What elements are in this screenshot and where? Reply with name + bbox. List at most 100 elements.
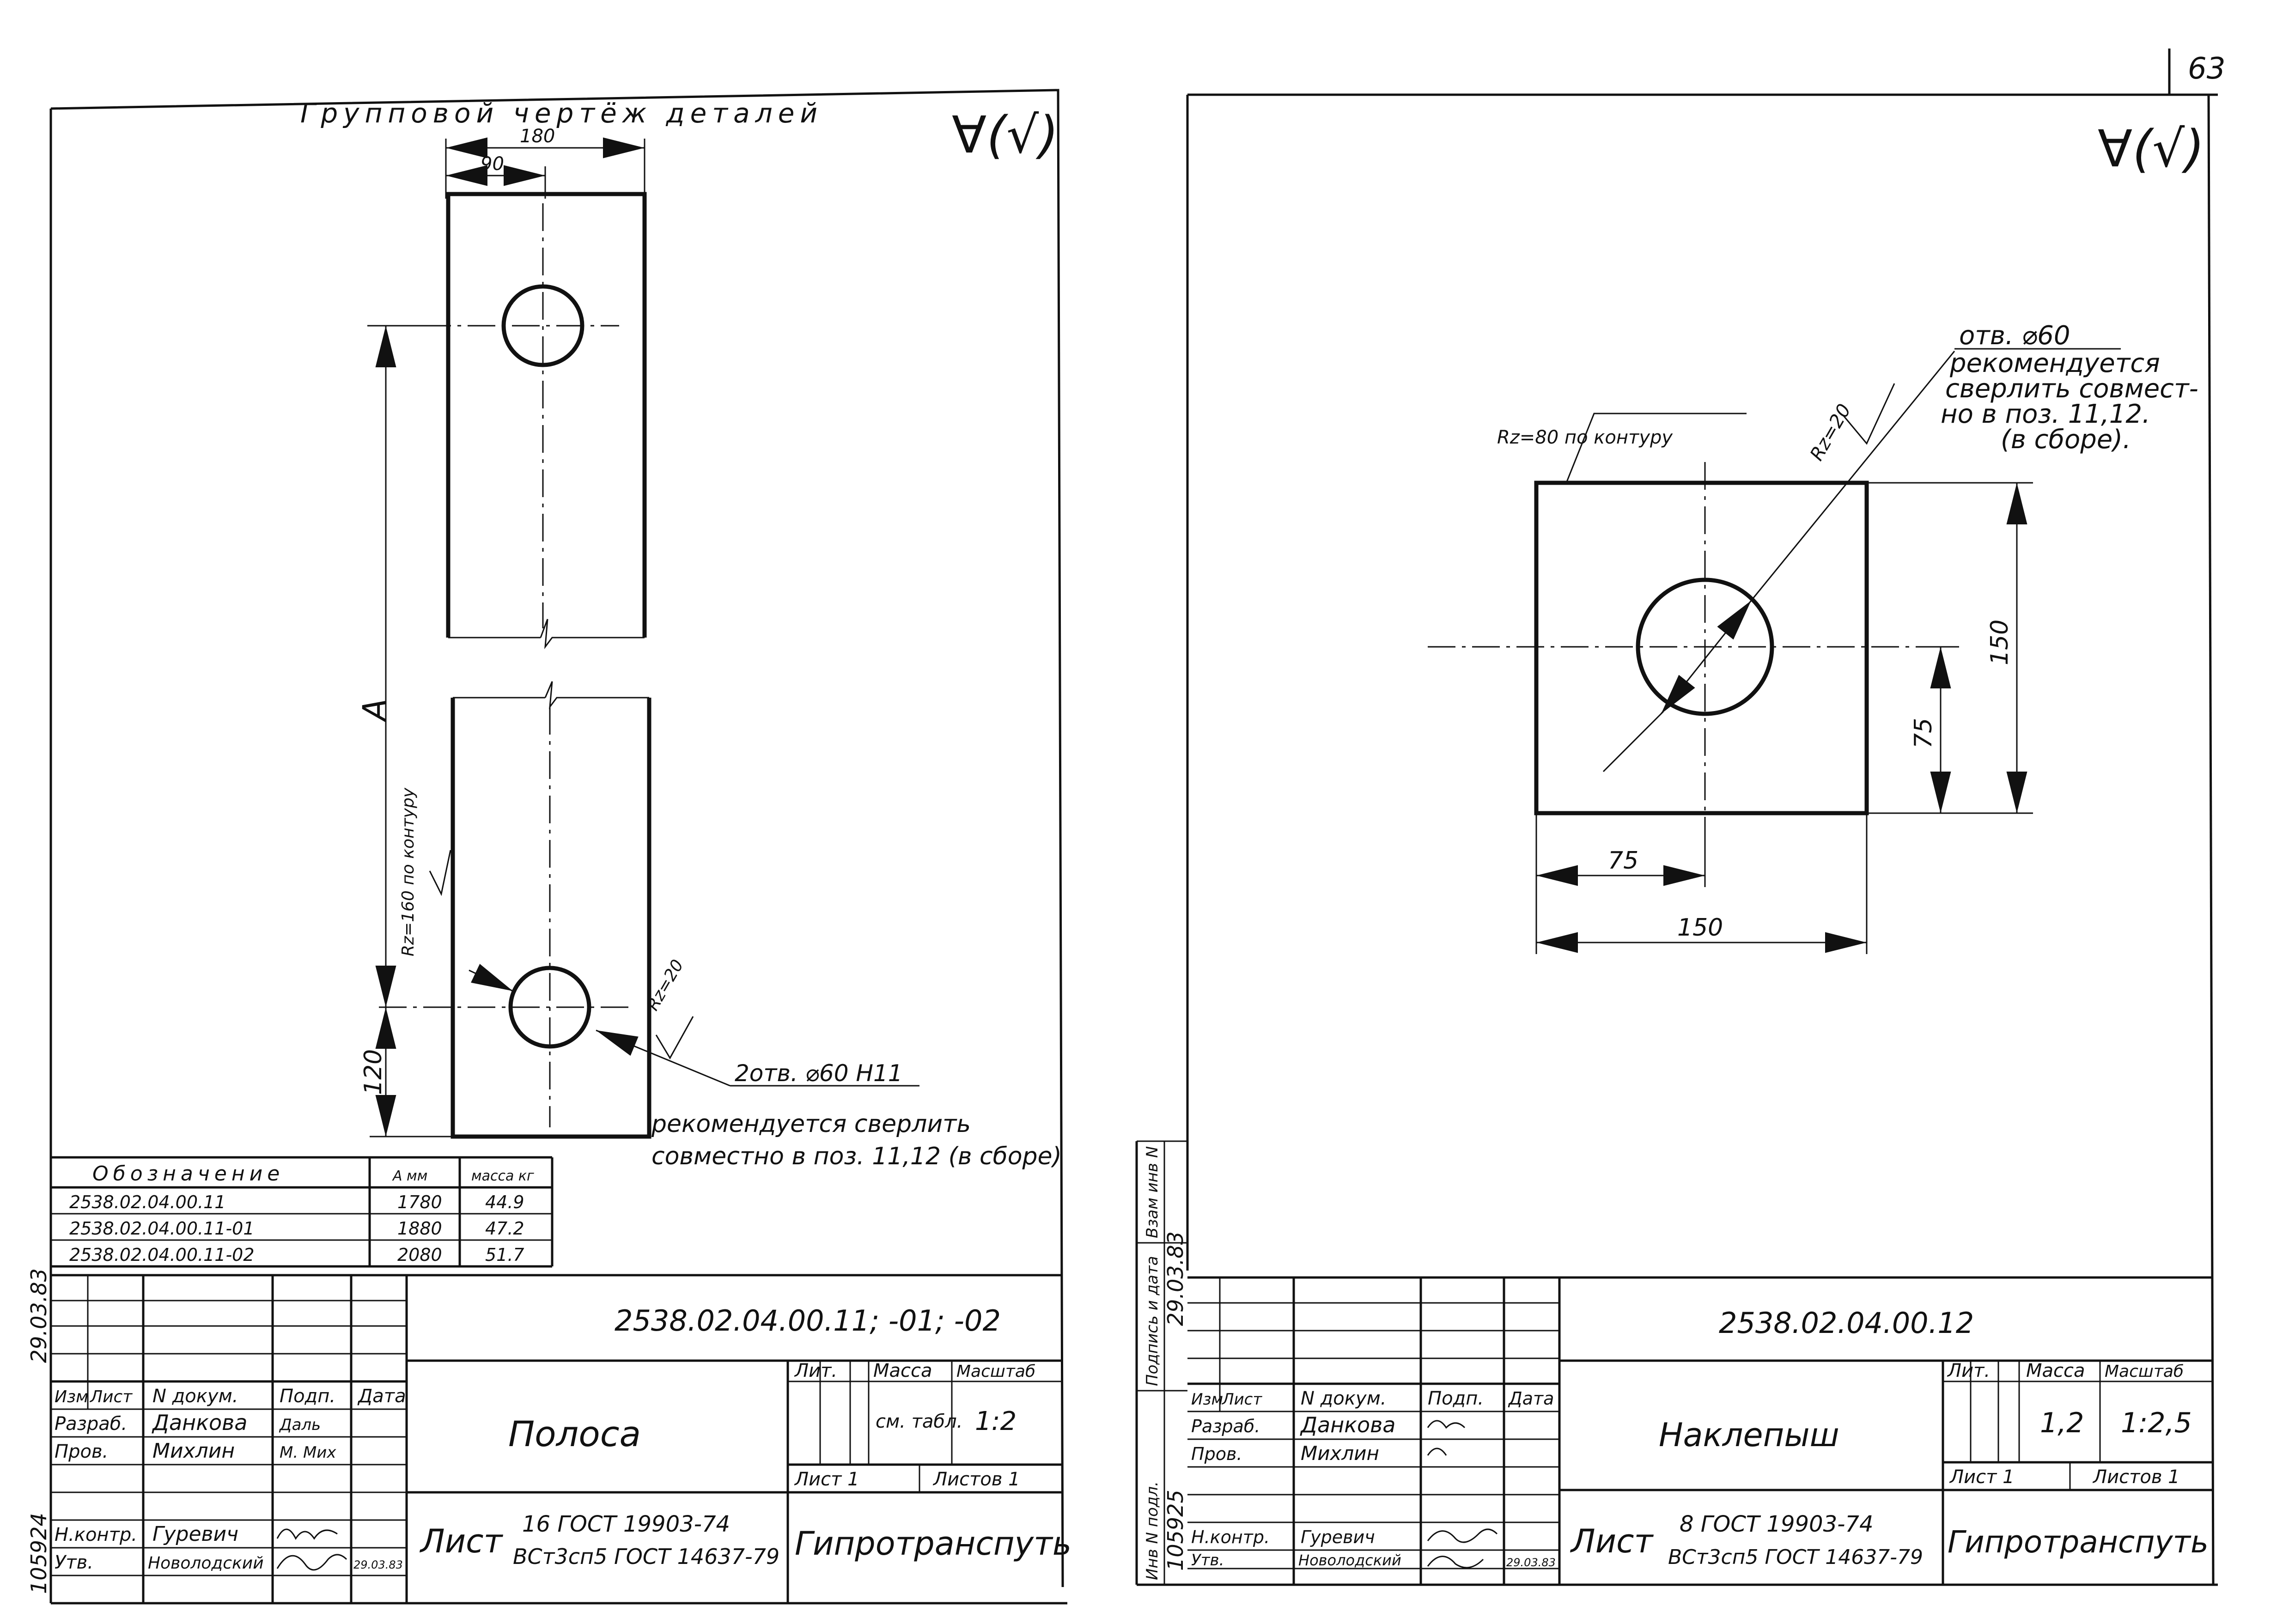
spec-row2-mass: 47.2	[485, 1218, 524, 1239]
right-designation: 2538.02.04.00.12	[1719, 1306, 1974, 1340]
left-header: Групповой чертёж деталей	[300, 97, 823, 129]
dim-edge-120: 120	[359, 1049, 387, 1095]
right-side-label-vzam: Взам инв N	[1143, 1146, 1162, 1238]
left-mass-value: см. табл.	[876, 1411, 962, 1432]
right-mass-label: Масса	[2026, 1360, 2085, 1381]
right-person-utv: Новолодский	[1298, 1551, 1401, 1569]
right-organization: Гипротранспуть	[1948, 1524, 2209, 1560]
left-role-prov: Пров.	[55, 1441, 108, 1462]
right-col-list: Лист	[1221, 1390, 1262, 1409]
right-person-razrab: Данкова	[1300, 1412, 1395, 1437]
square-hole	[1636, 578, 1774, 716]
left-part-name: Полоса	[508, 1413, 641, 1454]
dim-width-150: 150	[1677, 914, 1723, 942]
left-scale-label: Масштаб	[956, 1362, 1035, 1381]
right-roughness-contour-value: Rz=80 по контуру	[1497, 427, 1673, 448]
right-side-label-sign: Подпись и дата	[1143, 1256, 1162, 1386]
left-mass-label: Масса	[873, 1360, 932, 1381]
left-sheet-number: Лист 1	[794, 1469, 859, 1490]
left-sheet: Групповой чертёж деталей ∀(√) 180 90 A	[26, 89, 1071, 1605]
spec-head-designation: Обозначение	[92, 1162, 284, 1186]
spec-row2-a: 1880	[397, 1218, 442, 1239]
right-person-prov: Михлин	[1301, 1442, 1379, 1465]
spec-table: Обозначение A мм масса кг 2538.02.04.00.…	[51, 1156, 554, 1268]
left-col-izm: Изм	[55, 1387, 88, 1406]
left-person-utv: Новолодский	[148, 1554, 264, 1573]
left-sign-razrab: Даль	[279, 1416, 321, 1434]
spec-row1-designation: 2538.02.04.00.11	[69, 1192, 225, 1212]
right-sheet: ∀(√) отв. ⌀60 рекомендуется сверлить сов…	[1135, 93, 2218, 1586]
left-role-utv: Утв.	[55, 1552, 93, 1573]
right-col-doc: N докум.	[1301, 1388, 1387, 1409]
right-material-top: 8 ГОСТ 19903-74	[1680, 1511, 1874, 1537]
left-organization: Гипротранспуть	[795, 1525, 1071, 1563]
left-stamp-number: 105924	[26, 1513, 51, 1594]
right-roughness-hole: Rz=20	[1806, 401, 1855, 464]
spec-head-a: A мм	[392, 1168, 427, 1184]
left-col-doc: N докум.	[152, 1386, 238, 1407]
right-title-block: Изм Лист N докум. Подп. Дата Разраб. Дан…	[1187, 1276, 2213, 1585]
left-person-prov: Михлин	[152, 1439, 235, 1463]
dim-height-75: 75	[1910, 718, 1937, 748]
plate-lower	[450, 698, 651, 1139]
spec-row3-designation: 2538.02.04.00.11-02	[69, 1245, 255, 1265]
right-note-line3: но в поз. 11,12.	[1941, 399, 2150, 429]
right-stamp-number: 105925	[1163, 1490, 1188, 1571]
spec-row3-a: 2080	[397, 1245, 442, 1265]
right-material-prefix: Лист	[1570, 1522, 1654, 1560]
right-person-nkontr: Гуревич	[1301, 1527, 1375, 1547]
dim-half-90: 90	[481, 153, 504, 175]
right-date: 29.03.83	[1506, 1556, 1556, 1569]
left-col-sign: Подп.	[280, 1386, 335, 1407]
left-hole-callout: 2отв. ⌀60 H11	[735, 1060, 903, 1087]
left-person-razrab: Данкова	[152, 1410, 247, 1435]
plate-upper	[446, 192, 647, 638]
right-note-line4: (в сборе).	[2001, 425, 2131, 455]
right-mass-value: 1,2	[2040, 1407, 2084, 1439]
dim-width-75: 75	[1608, 847, 1638, 875]
right-sheet-number: Лист 1	[1949, 1466, 2015, 1488]
left-note-line1: рекомендуется сверлить	[651, 1110, 971, 1138]
left-roughness-contour: Rz=160 по контуру	[399, 787, 418, 956]
right-role-prov: Пров.	[1191, 1444, 1242, 1464]
spec-row1-a: 1780	[397, 1192, 442, 1212]
left-sign-prov: М. Мих	[280, 1443, 336, 1462]
dim-width-180: 180	[520, 126, 555, 147]
left-person-nkontr: Гуревич	[152, 1522, 238, 1546]
left-date: 29.03.83	[353, 1558, 403, 1571]
left-scale-value: 1:2	[975, 1406, 1017, 1436]
left-signature-marks	[276, 1528, 347, 1571]
left-sheets-count: Листов 1	[932, 1469, 1020, 1490]
left-designation: 2538.02.04.00.11; -01; -02	[615, 1304, 1001, 1338]
right-scale-label: Масштаб	[2105, 1362, 2184, 1381]
right-material-bottom: ВСт3сп5 ГОСТ 14637-79	[1668, 1545, 1923, 1569]
hole-lower	[508, 966, 591, 1049]
dim-length-A: A	[356, 699, 394, 723]
left-material-prefix: Лист	[419, 1522, 504, 1560]
left-title-block: Изм Лист N докум. Подп. Дата Разраб. Дан…	[51, 1274, 1071, 1603]
page-number: 63	[2188, 52, 2225, 86]
right-role-razrab: Разраб.	[1191, 1416, 1260, 1436]
right-hole-callout: отв. ⌀60	[1959, 321, 2070, 351]
right-roughness-symbol: ∀(√)	[2098, 119, 2204, 178]
left-col-list: Лист	[89, 1387, 133, 1406]
spec-row1-mass: 44.9	[485, 1192, 524, 1212]
left-col-date: Дата	[357, 1386, 406, 1407]
right-sheets-count: Листов 1	[2092, 1466, 2180, 1488]
right-note-line1: рекомендуется	[1949, 348, 2160, 378]
left-roughness-symbol: ∀(√)	[952, 105, 1059, 164]
left-note-line2: совместно в поз. 11,12 (в сборе)	[651, 1143, 1062, 1170]
right-scale-value: 1:2,5	[2121, 1407, 2192, 1439]
spec-row3-mass: 51.7	[485, 1245, 524, 1265]
right-part-name: Наклепыш	[1659, 1416, 1839, 1454]
right-col-date: Дата	[1508, 1388, 1554, 1409]
left-stamp-date: 29.03.83	[26, 1268, 51, 1363]
left-role-razrab: Разраб.	[55, 1413, 127, 1435]
left-material-bottom: ВСт3сп5 ГОСТ 14637-79	[513, 1544, 779, 1569]
left-role-nkontr: Н.контр.	[55, 1524, 137, 1545]
spec-row2-designation: 2538.02.04.00.11-01	[69, 1218, 255, 1239]
right-signature-marks	[1427, 1420, 1498, 1569]
left-lit-label: Лит.	[794, 1360, 837, 1381]
right-role-utv: Утв.	[1191, 1551, 1224, 1569]
